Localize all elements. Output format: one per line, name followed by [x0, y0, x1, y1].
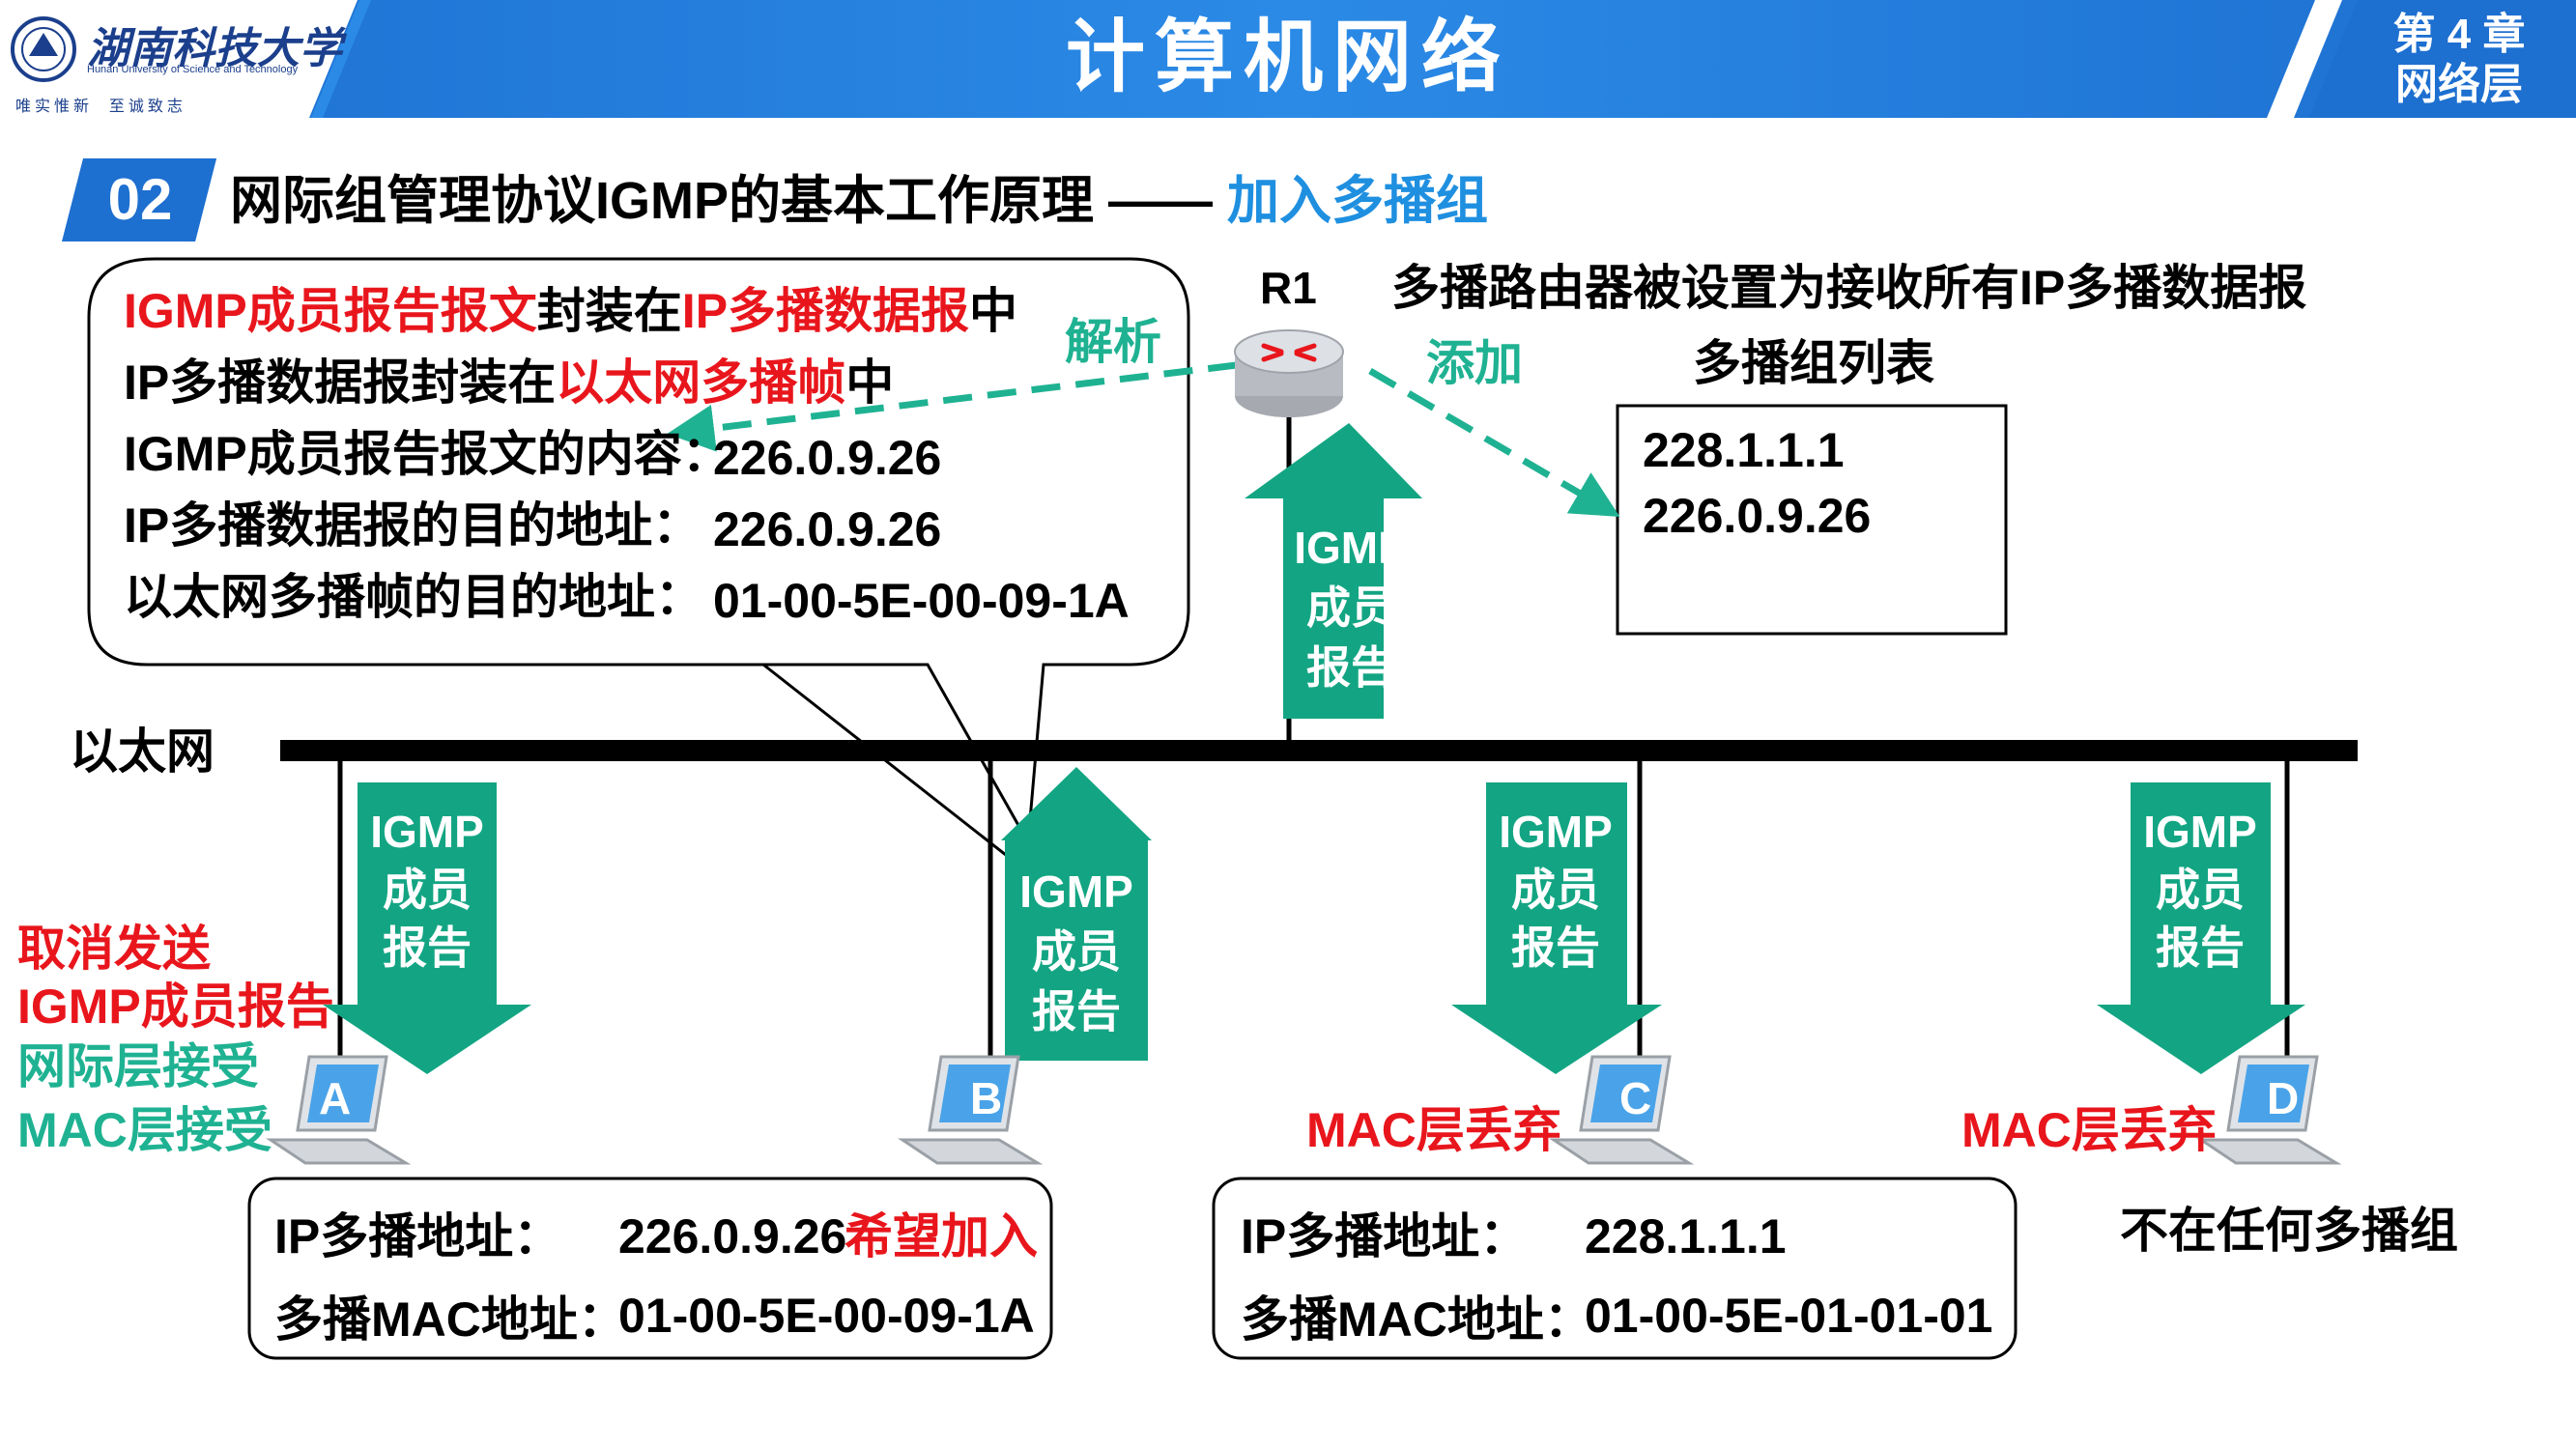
chapter-name: 网络层 [2395, 61, 2523, 108]
group-list-item: 228.1.1.1 [1643, 423, 1845, 477]
report-label-line: IGMP [1499, 807, 1613, 857]
host-c-ip-label: IP多播地址： [1241, 1209, 1529, 1263]
host-b-info-box [247, 1177, 1053, 1360]
ethernet-label: 以太网 [70, 724, 215, 779]
host-a-note: 取消发送 [17, 922, 211, 976]
add-arrow [1368, 367, 1620, 517]
laptop-c-icon [1549, 1055, 1695, 1165]
host-c-mac-value: 01-00-5E-01-01-01 [1585, 1289, 1993, 1343]
section-title-text: 网际组管理协议IGMP的基本工作原理 —— [230, 172, 1228, 230]
router-name: R1 [1260, 263, 1317, 313]
callout-row-value: 226.0.9.26 [713, 431, 942, 485]
callout-line-1-part-4: 中 [969, 284, 1018, 338]
host-d-status: MAC层丢弃 [1961, 1103, 2217, 1157]
report-label-b: IGMP 成员 报告 [1009, 864, 1144, 1057]
group-list-box [1616, 404, 2008, 636]
university-motto: 唯实惟新 至诚致志 [15, 99, 186, 115]
callout-row-label: IGMP成员报告报文的内容： [124, 427, 730, 481]
page-title: 计算机网络 [1065, 14, 1510, 101]
parse-arrow [667, 361, 1238, 452]
host-b-ip-value: 226.0.9.26 [618, 1209, 847, 1263]
host-c-info-box [1212, 1177, 2018, 1360]
host-d-note: 不在任何多播组 [2120, 1204, 2458, 1258]
section-badge [62, 158, 216, 241]
university-english-name: Hunan University of Science and Technolo… [87, 64, 299, 75]
report-arrow-up-router [1245, 423, 1422, 719]
report-label-line: 报告 [383, 923, 472, 973]
report-label-line: IGMP [2143, 807, 2257, 857]
laptop-a-icon [266, 1055, 412, 1165]
callout-line-2-part-1: IP多播数据报封装在 [124, 355, 557, 410]
callout-line-1-part-2: 封装在 [536, 284, 682, 338]
laptop-d-icon [2196, 1055, 2342, 1165]
report-label-a: IGMP 成员 报告 [359, 804, 495, 997]
add-label: 添加 [1426, 336, 1523, 390]
report-label-line: IGMP [1019, 866, 1133, 917]
report-label-line: 报告 [1306, 642, 1395, 693]
host-b-name: B [970, 1073, 1003, 1123]
callout-line-1-part-1: IGMP成员报告报文 [124, 284, 537, 338]
report-label-line: 报告 [1032, 986, 1121, 1036]
callout-pointer-line [762, 663, 1025, 871]
report-label-line: 成员 [2156, 865, 2245, 915]
host-c-ip-value: 228.1.1.1 [1585, 1209, 1787, 1263]
university-name: 湖南科技大学 [87, 24, 342, 73]
report-arrow-down-a [323, 782, 531, 1074]
header-bar: 湖南科技大学 Hunan University of Science and T… [0, 0, 2576, 118]
report-label-line: 成员 [1032, 926, 1121, 977]
host-b-mac-label: 多播MAC地址： [274, 1292, 626, 1347]
host-d-name: D [2267, 1073, 2300, 1123]
group-list-title: 多播组列表 [1693, 336, 1934, 390]
university-emblem-icon [11, 16, 76, 82]
host-a-name: A [319, 1073, 352, 1123]
report-arrow-down-d [2097, 782, 2305, 1074]
parse-label: 解析 [1065, 315, 1161, 369]
report-label-router: IGMP 成员 报告 [1283, 520, 1418, 713]
callout-row-value: 226.0.9.26 [713, 502, 942, 556]
laptop-b-icon [898, 1055, 1044, 1165]
callout-line-2-part-2: 以太网多播帧 [556, 355, 846, 410]
group-list-item: 226.0.9.26 [1643, 489, 1872, 543]
host-b-mac-value: 01-00-5E-00-09-1A [618, 1289, 1035, 1343]
report-label-line: 成员 [383, 865, 472, 915]
router-description: 多播路由器被设置为接收所有IP多播数据报 [1391, 261, 2307, 315]
chapter-number: 第 4 章 [2392, 11, 2526, 58]
router-icon [1234, 329, 1344, 417]
callout-row-label: 以太网多播帧的目的地址： [124, 570, 703, 624]
callout-row-value: 01-00-5E-00-09-1A [713, 574, 1130, 628]
report-label-line: IGMP [370, 807, 484, 857]
report-label-d: IGMP 成员 报告 [2132, 804, 2268, 997]
host-a-note: IGMP成员报告 [17, 980, 334, 1034]
callout-line-1-part-3: IP多播数据报 [681, 284, 970, 338]
university-logo: 湖南科技大学 Hunan University of Science and T… [10, 8, 342, 115]
callout-row-label: IP多播数据报的目的地址： [124, 498, 701, 553]
report-arrow-up-b-shape [1001, 767, 1152, 1061]
header-background [0, 0, 2576, 118]
host-b-ip-note: 希望加入 [844, 1209, 1038, 1263]
host-c-status: MAC层丢弃 [1306, 1103, 1561, 1157]
report-label-line: IGMP [1294, 523, 1408, 573]
report-label-line: 报告 [2156, 923, 2245, 973]
report-label-line: 成员 [1306, 582, 1395, 633]
host-c-mac-label: 多播MAC地址： [1241, 1292, 1592, 1347]
callout-line-2: IP多播数据报封装在以太网多播帧中 [124, 354, 894, 412]
report-label-line: 报告 [1511, 923, 1600, 973]
host-b-ip-label: IP多播地址： [274, 1209, 562, 1263]
section-title-highlight: 加入多播组 [1227, 172, 1489, 230]
ethernet-bus [280, 740, 2358, 761]
report-label-line: 成员 [1511, 865, 1600, 915]
section-number: 02 [107, 167, 173, 232]
host-a-note: MAC层接受 [17, 1103, 272, 1157]
callout-line-1: IGMP成员报告报文封装在IP多播数据报中 [124, 282, 1017, 340]
report-arrow-down-c [1451, 782, 1662, 1074]
report-label-c: IGMP 成员 报告 [1488, 804, 1623, 997]
callout-line-2-part-3: 中 [845, 355, 895, 410]
section-title: 网际组管理协议IGMP的基本工作原理 —— 加入多播组 [230, 172, 1488, 230]
host-c-name: C [1619, 1073, 1652, 1123]
host-a-note: 网际层接受 [17, 1039, 259, 1093]
